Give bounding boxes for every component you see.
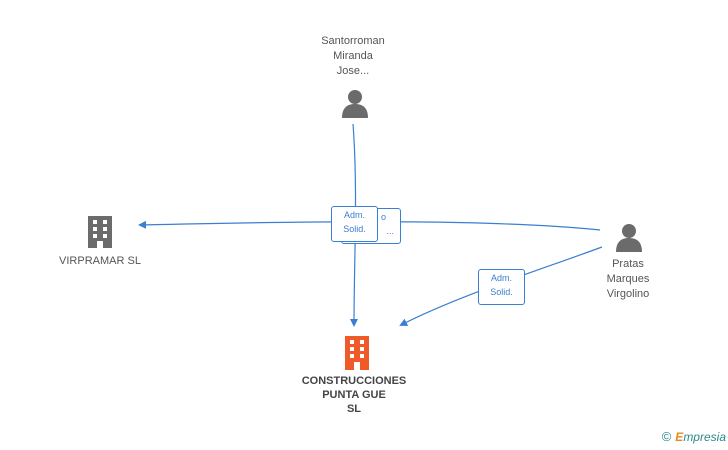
person-icon — [616, 224, 642, 252]
person-name-right: Pratas Marques Virgolino — [606, 258, 650, 300]
company-node-main[interactable]: CONSTRUCCIONES PUNTA GUE SL — [284, 374, 424, 416]
brand-logo: ©Empresia — [662, 429, 726, 444]
edge-right-to-left — [138, 220, 601, 231]
person-icon — [342, 90, 368, 118]
edge-label-line1: o — [380, 212, 386, 222]
company-name-left: VIRPRAMAR SL — [59, 255, 141, 267]
brand-name: mpresia — [683, 430, 726, 444]
copyright-icon: © — [661, 429, 672, 444]
person-node-right[interactable]: Pratas Marques Virgolino — [580, 257, 676, 302]
edge-label-line2: Solid. — [490, 287, 513, 297]
edge-label-right-to-main[interactable]: Adm. Solid. — [478, 269, 525, 305]
brand-initial: E — [675, 430, 684, 444]
edge-label-line2: ... — [386, 226, 394, 236]
edge-label-line1: Adm. — [490, 273, 512, 283]
edge-label-line1: Adm. — [343, 210, 365, 220]
company-node-left[interactable]: VIRPRAMAR SL — [40, 254, 160, 269]
company-name-main: CONSTRUCCIONES PUNTA GUE SL — [301, 375, 407, 415]
building-icon — [345, 336, 369, 370]
person-node-top[interactable]: Santorroman Miranda Jose... — [298, 34, 408, 79]
person-name-top: Santorroman Miranda Jose... — [321, 35, 385, 77]
building-icon — [88, 216, 112, 248]
edge-label-line2: Solid. — [343, 224, 366, 234]
edge-label-top-to-main[interactable]: Adm. Solid. — [331, 206, 378, 242]
